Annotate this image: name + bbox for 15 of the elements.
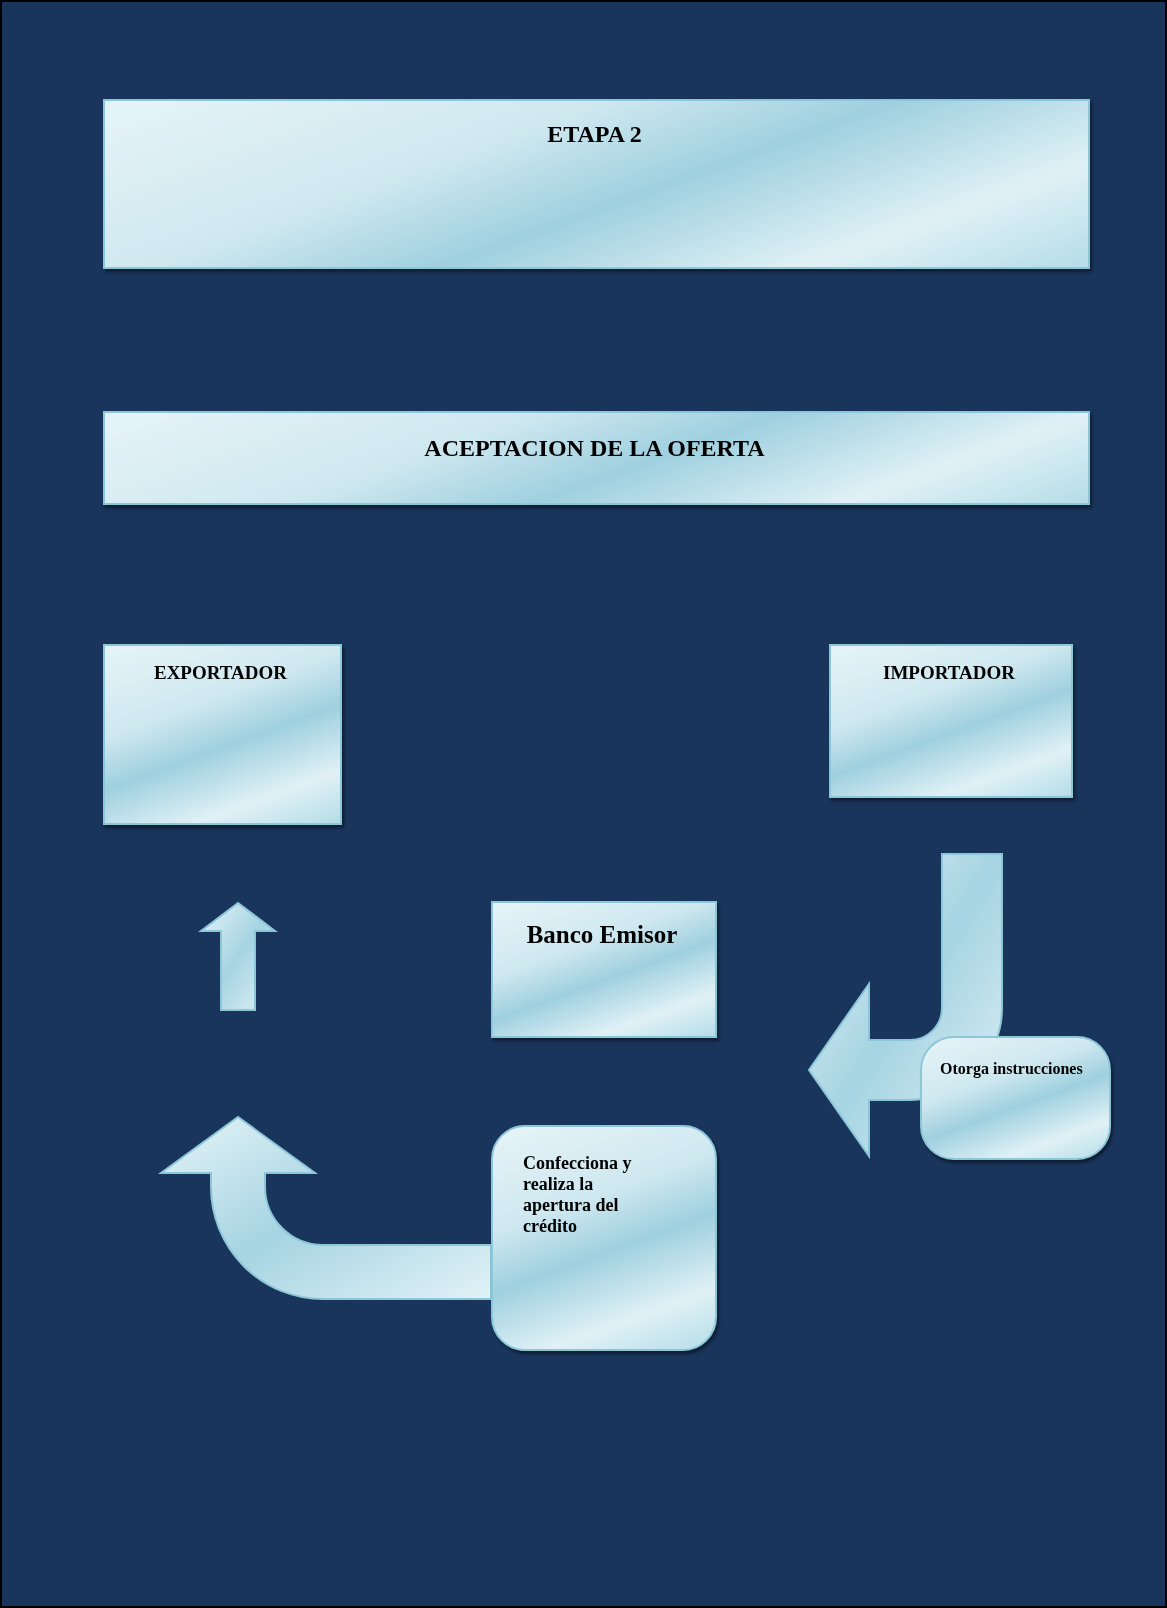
node-label: IMPORTADOR: [882, 662, 1016, 684]
process-box: [103, 644, 342, 825]
process-box: [829, 644, 1073, 798]
rounded-box: [920, 1036, 1111, 1160]
node-label: ETAPA 2: [546, 121, 643, 148]
node-label: ACEPTACION DE LA OFERTA: [423, 435, 766, 462]
process-box: [491, 901, 717, 1038]
node-label: Otorga instrucciones: [940, 1060, 1084, 1078]
process-box: [103, 411, 1090, 505]
block-arrow: [160, 1116, 492, 1300]
node-label: Banco Emisor: [525, 921, 679, 949]
node-label: EXPORTADOR: [152, 662, 288, 684]
process-box: [103, 99, 1090, 269]
node-label: Confecciona y realiza la apertura del crédito: [523, 1153, 633, 1237]
rounded-box: [491, 1125, 717, 1351]
